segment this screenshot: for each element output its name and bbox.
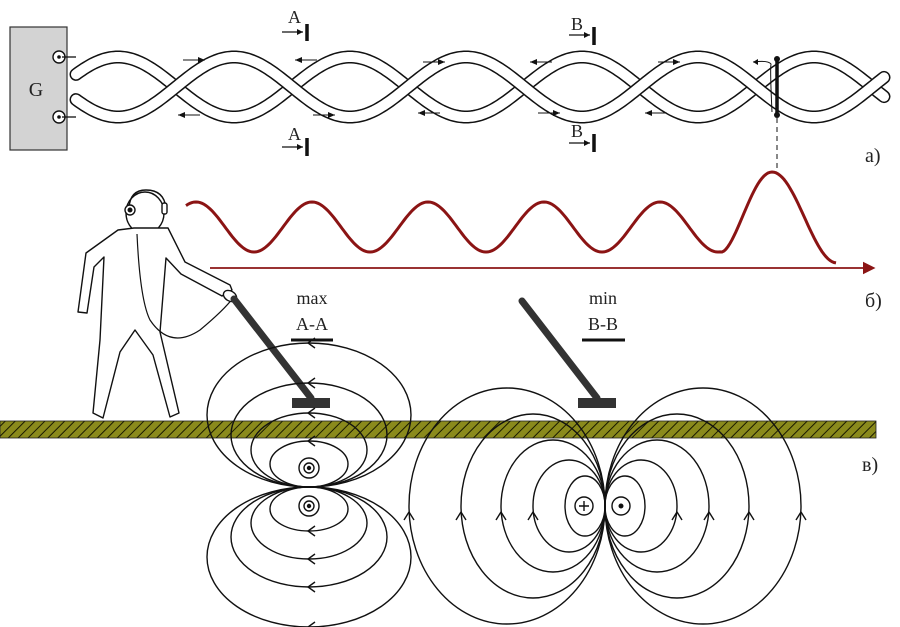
conductor-out-icon xyxy=(298,457,320,479)
conductor-out-dot xyxy=(618,503,624,509)
field-direction-arrow-icon xyxy=(403,510,415,521)
conductor-out-icon xyxy=(298,495,320,517)
section-label-a-top: A xyxy=(288,7,301,27)
cable-conductor-2 xyxy=(71,52,889,122)
probe-min xyxy=(518,297,616,408)
current-arrow-icon xyxy=(530,59,537,65)
section-label-a-bottom: A xyxy=(288,124,301,144)
current-arrow-icon xyxy=(645,110,652,116)
current-arrow-icon xyxy=(673,59,680,65)
field-direction-arrow-icon xyxy=(495,510,507,521)
conductor-out-icon-inner xyxy=(303,500,315,512)
field-direction-arrow-icon xyxy=(795,510,807,521)
headphones-band-icon xyxy=(128,189,167,209)
field-line-lower xyxy=(250,486,368,560)
field-direction-arrow-icon xyxy=(306,621,316,627)
terminal-bottom-icon xyxy=(52,110,76,124)
section-label-b-bottom: B xyxy=(571,121,583,141)
field-line-right xyxy=(604,475,646,537)
signal-graph xyxy=(185,170,876,275)
field-direction-arrow-icon xyxy=(306,581,316,593)
current-arrow-icon xyxy=(295,57,302,63)
field-line-left xyxy=(532,459,606,553)
field-direction-arrow-icon xyxy=(703,510,715,521)
cable-conductor-1 xyxy=(71,52,889,122)
conductor-in-cross xyxy=(579,501,589,511)
twisted-pair-cable xyxy=(69,50,891,124)
generator-label: G xyxy=(29,79,43,101)
label-section-b-b: B-B xyxy=(588,314,618,334)
label-section-a-a: A-A xyxy=(296,314,328,334)
current-arrow-icon xyxy=(418,110,425,116)
signal-curve xyxy=(185,170,837,265)
current-arrow-icon xyxy=(178,112,185,118)
current-arrow-icon xyxy=(553,110,560,116)
field-line-right xyxy=(604,459,678,553)
field-line-upper xyxy=(206,342,412,488)
conductor-out-icon xyxy=(611,496,631,516)
field-line-left xyxy=(500,439,606,573)
field-line-lower xyxy=(230,486,388,588)
field-direction-arrow-icon xyxy=(306,377,316,389)
terminal-top-icon xyxy=(52,50,76,64)
current-arrow-icon xyxy=(438,59,445,65)
field-direction-arrow-icon xyxy=(671,510,683,521)
conductor-in-icon xyxy=(574,496,594,516)
section-marker-b-top: B xyxy=(569,14,596,45)
generator-box xyxy=(9,26,68,151)
headphone-right-icon xyxy=(161,202,168,215)
field-direction-arrow-icon xyxy=(306,407,316,419)
field-direction-arrow-icon xyxy=(306,525,316,537)
panel-label-b: б) xyxy=(865,290,882,312)
conductor-out-icon-inner xyxy=(303,462,315,474)
conductor-out-icon-dot xyxy=(306,465,312,471)
panel-label-a: а) xyxy=(865,145,881,167)
ground-layer xyxy=(0,420,877,439)
field-line-upper xyxy=(269,440,349,488)
generator: G xyxy=(9,26,76,151)
headphone-left-icon xyxy=(124,204,136,216)
operator-figure xyxy=(77,189,238,419)
section-marker-a-top: A xyxy=(282,7,309,41)
probe-max xyxy=(230,295,330,408)
field-direction-arrow-icon xyxy=(743,510,755,521)
field-line-lower xyxy=(269,486,349,532)
fault-short-circuit xyxy=(752,56,780,170)
panel-label-v: в) xyxy=(862,454,878,476)
section-marker-b-bottom: B xyxy=(569,121,596,152)
field-direction-arrow-icon xyxy=(306,553,316,565)
section-label-b-top: B xyxy=(571,14,583,34)
label-min: min xyxy=(589,288,617,308)
current-arrow-icon xyxy=(198,57,205,63)
magnetic-field-vertical-pair xyxy=(206,337,412,627)
field-direction-arrow-icon xyxy=(527,510,539,521)
field-direction-arrow-icon xyxy=(455,510,467,521)
label-max: max xyxy=(297,288,328,308)
current-arrow-icon xyxy=(328,112,335,118)
magnetic-field-horizontal-pair xyxy=(403,387,807,625)
section-marker-a-bottom: A xyxy=(282,124,309,156)
field-direction-arrow-icon xyxy=(306,435,316,447)
conductor-out-icon-dot xyxy=(306,503,312,509)
field-direction-arrow-icon xyxy=(306,337,316,349)
